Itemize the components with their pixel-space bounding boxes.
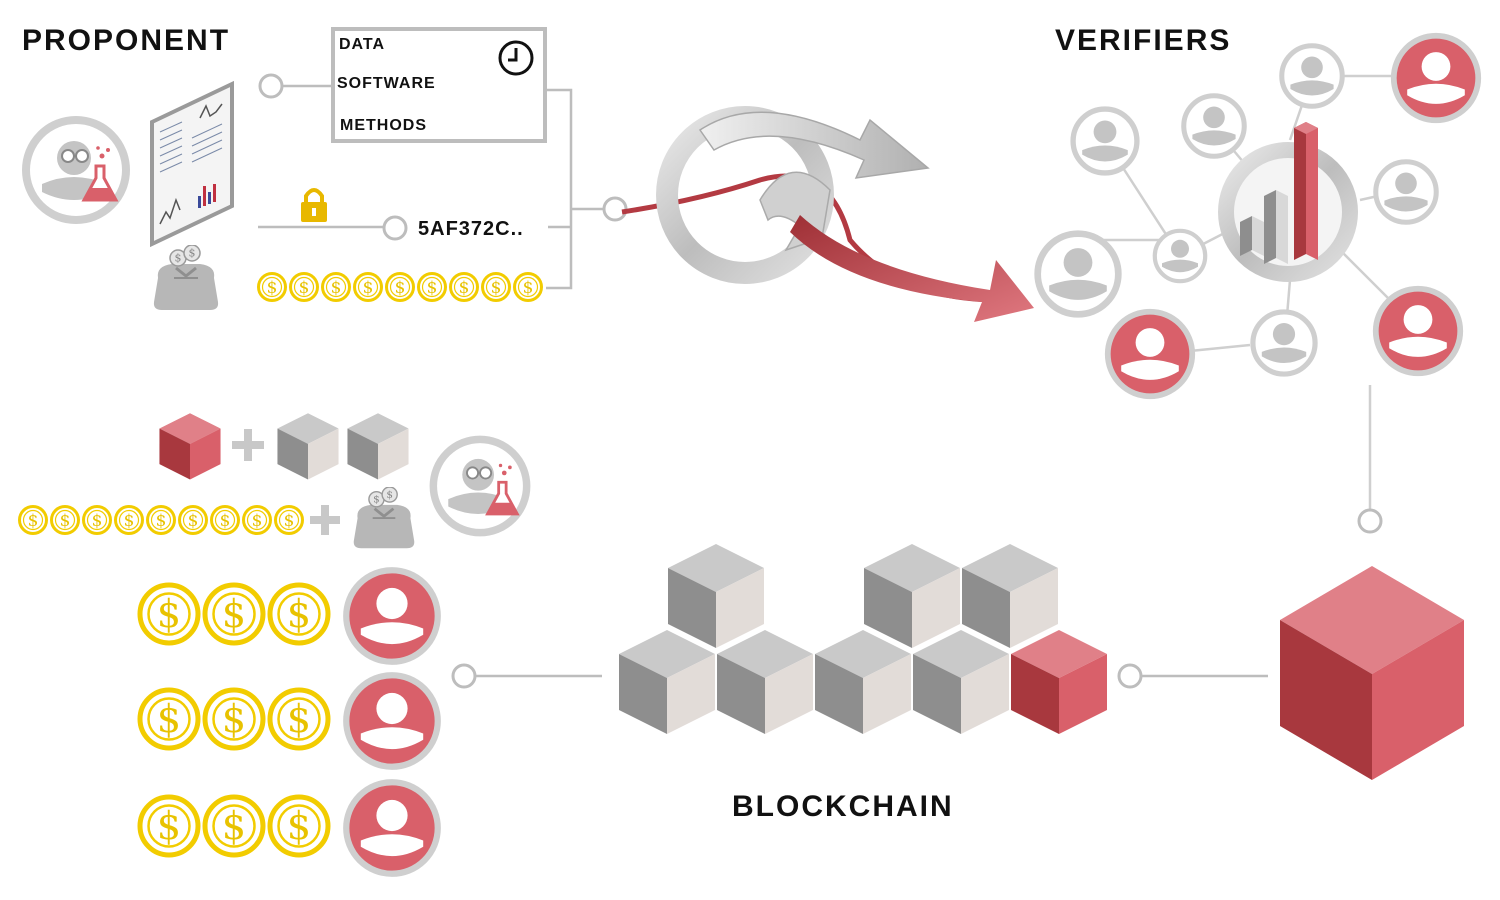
cube-icon bbox=[717, 630, 813, 734]
cube-icon bbox=[277, 413, 339, 480]
plus-icon bbox=[232, 429, 264, 461]
dollar-coin-icon bbox=[82, 505, 112, 535]
cube-icon bbox=[864, 544, 960, 648]
dollar-coin-icon bbox=[481, 272, 511, 302]
dollar-coin-icon bbox=[274, 505, 304, 535]
processing-ring bbox=[621, 106, 1001, 303]
verifiers-heading: VERIFIERS bbox=[1055, 24, 1231, 57]
cube-icon bbox=[962, 544, 1058, 648]
dollar-coin-icon bbox=[114, 505, 144, 535]
dollar-coin-icon bbox=[140, 797, 198, 855]
money-bag-icon bbox=[152, 245, 220, 312]
clock-icon bbox=[498, 40, 534, 76]
connector-node bbox=[1357, 508, 1383, 534]
dollar-coin-icon bbox=[50, 505, 80, 535]
box-item-data: DATA bbox=[339, 36, 385, 53]
bar-chart-icon bbox=[1218, 122, 1358, 282]
payout-row bbox=[140, 675, 438, 767]
proponent-heading: PROPONENT bbox=[22, 24, 230, 57]
verifier-user-icon-highlighted bbox=[346, 782, 438, 874]
box-item-software: SOFTWARE bbox=[337, 75, 436, 92]
scientist-icon bbox=[26, 120, 126, 220]
cube-icon bbox=[347, 413, 409, 480]
dollar-coin-icon bbox=[513, 272, 543, 302]
dollar-coin-icon bbox=[257, 272, 287, 302]
connector-node bbox=[602, 196, 628, 222]
box-item-methods: METHODS bbox=[340, 117, 427, 134]
dollar-coin-icon bbox=[353, 272, 383, 302]
dollar-coin-icon bbox=[140, 585, 198, 643]
dollar-coin-icon bbox=[146, 505, 176, 535]
payout-row bbox=[140, 782, 438, 874]
dollar-coin-icon bbox=[289, 272, 319, 302]
blockchain-heading: BLOCKCHAIN bbox=[732, 790, 954, 823]
dollar-coin-icon bbox=[385, 272, 415, 302]
verifier-user-icon-highlighted bbox=[346, 570, 438, 662]
cube-icon bbox=[668, 544, 764, 648]
connector-node bbox=[451, 663, 477, 689]
verifier-user-icon bbox=[1155, 231, 1205, 281]
blockchain-blocks bbox=[619, 544, 1107, 734]
dollar-coin-icon bbox=[210, 505, 240, 535]
coin-row-payment bbox=[257, 272, 543, 302]
verifier-user-icon bbox=[1253, 312, 1315, 374]
verifier-user-icon-highlighted bbox=[346, 675, 438, 767]
dollar-coin-icon bbox=[242, 505, 272, 535]
cube-icon bbox=[815, 630, 911, 734]
dollar-coin-icon bbox=[205, 690, 263, 748]
scientist-icon bbox=[433, 439, 526, 532]
verifier-user-icon bbox=[1282, 46, 1342, 106]
dollar-coin-icon bbox=[178, 505, 208, 535]
verifier-user-icon-highlighted bbox=[1394, 36, 1478, 120]
dollar-coin-icon bbox=[417, 272, 447, 302]
new-block-cube bbox=[1280, 566, 1464, 780]
connector-node bbox=[258, 73, 284, 99]
plus-icon bbox=[310, 505, 340, 535]
document-icon bbox=[150, 80, 234, 248]
dollar-coin-icon bbox=[205, 797, 263, 855]
hash-label: 5AF372C.. bbox=[418, 218, 524, 240]
dollar-coin-icon bbox=[205, 585, 263, 643]
verifier-user-icon bbox=[1073, 109, 1137, 173]
padlock-icon bbox=[301, 188, 327, 222]
dollar-coin-icon bbox=[18, 505, 48, 535]
verifier-user-icon bbox=[1184, 96, 1244, 156]
payout-row bbox=[140, 570, 438, 662]
coin-row-reward bbox=[18, 505, 304, 535]
dollar-coin-icon bbox=[270, 797, 328, 855]
cube-icon bbox=[913, 630, 1009, 734]
red-flow-arrow bbox=[790, 215, 1034, 322]
dollar-coin-icon bbox=[270, 585, 328, 643]
verifier-user-icon bbox=[1038, 234, 1119, 315]
dollar-coin-icon bbox=[449, 272, 479, 302]
cube-icon bbox=[619, 630, 715, 734]
dollar-coin-icon bbox=[270, 690, 328, 748]
money-bag-icon bbox=[352, 487, 416, 550]
connector-node bbox=[382, 215, 408, 241]
verifier-user-icon-highlighted bbox=[1108, 312, 1192, 396]
cube-icon-red bbox=[1011, 630, 1107, 734]
cube-icon-red bbox=[159, 413, 221, 480]
dollar-coin-icon bbox=[321, 272, 351, 302]
submission-box: DATA SOFTWARE METHODS bbox=[331, 27, 547, 143]
verifier-user-icon-highlighted bbox=[1376, 289, 1460, 373]
verifier-user-icon bbox=[1376, 162, 1436, 222]
dollar-coin-icon bbox=[140, 690, 198, 748]
connector-node bbox=[1117, 663, 1143, 689]
